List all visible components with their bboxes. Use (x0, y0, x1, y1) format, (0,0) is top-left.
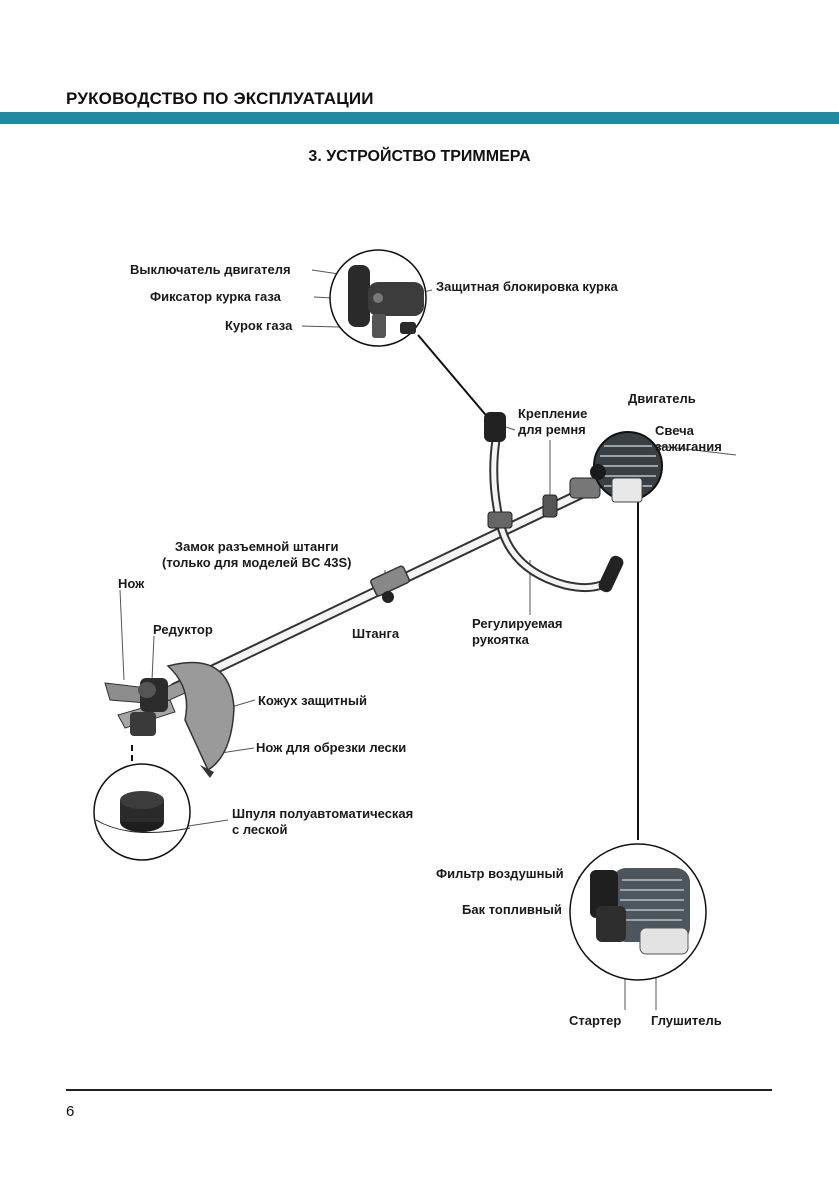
label-trigger-safety: Защитная блокировка курка (436, 279, 618, 294)
label-throttle-lock: Фиксатор курка газа (150, 289, 281, 304)
label-shaft-lock-line1: Замок разъемной штанги (174, 539, 339, 554)
protective-guard (166, 661, 235, 778)
label-strap-mount-line1: Крепление (518, 406, 588, 421)
label-throttle-trigger: Курок газа (225, 318, 293, 333)
label-adjustable-handle-line2: рукоятка (472, 632, 529, 647)
engine-unit (569, 431, 663, 503)
label-adjustable-handle-line1: Регулируемая (472, 616, 563, 631)
shaft-lock-clamp (370, 565, 410, 603)
bike-handle (484, 412, 624, 593)
label-spool-line2: с леской (232, 822, 288, 837)
label-adjustable-handle: Регулируемая рукоятка (472, 616, 562, 648)
label-strap-mount-line2: для ремня (518, 422, 586, 437)
label-guard: Кожух защитный (258, 693, 367, 708)
label-starter: Стартер (569, 1013, 622, 1028)
strap-mount (542, 440, 558, 518)
label-spark-plug: Свеча зажигания (655, 423, 722, 455)
page-number: 6 (66, 1103, 75, 1120)
label-line-cutter: Нож для обрезки лески (256, 740, 407, 755)
manual-header-title: РУКОВОДСТВО ПО ЭКСПЛУАТАЦИИ (66, 89, 374, 108)
footer-rule (66, 1089, 772, 1091)
label-shaft: Штанга (352, 626, 400, 641)
label-spool: Шпуля полуавтоматическая с леской (232, 806, 413, 838)
spool-inset (93, 763, 191, 861)
label-spark-plug-line1: Свеча (655, 423, 694, 438)
label-shaft-lock-line2: (только для моделей BC 43S) (162, 555, 352, 570)
label-air-filter: Фильтр воздушный (436, 866, 564, 881)
label-blade: Нож (118, 576, 145, 591)
label-engine: Двигатель (628, 391, 696, 406)
label-engine-switch: Выключатель двигателя (130, 262, 291, 277)
label-strap-mount: Крепление для ремня (518, 406, 587, 438)
label-muffler: Глушитель (651, 1013, 722, 1028)
label-gearbox: Редуктор (153, 622, 213, 637)
label-fuel-tank: Бак топливный (462, 902, 562, 917)
label-spark-plug-line2: зажигания (655, 439, 722, 454)
header-accent-bar (0, 112, 839, 124)
section-title: 3. УСТРОЙСТВО ТРИММЕРА (308, 148, 531, 165)
engine-inset (569, 843, 707, 981)
throttle-inset (329, 249, 427, 347)
label-spool-line1: Шпуля полуавтоматическая (232, 806, 414, 821)
label-shaft-lock: Замок разъемной штанги (только для модел… (162, 539, 351, 571)
